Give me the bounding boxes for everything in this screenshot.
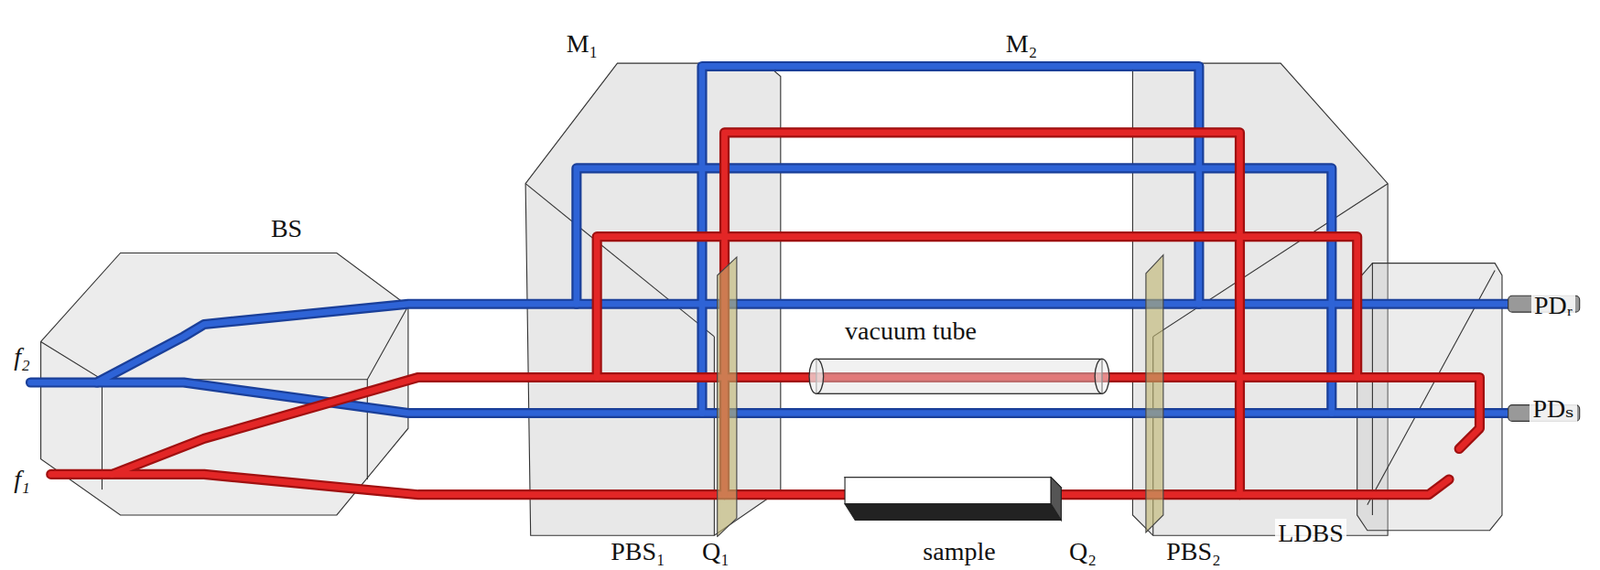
component-label: LDBS	[1275, 518, 1347, 549]
sample-block	[844, 477, 1061, 521]
red-beam	[51, 132, 1481, 496]
component-label: BS	[268, 214, 305, 244]
component-label: sample	[919, 537, 998, 567]
blue-beam	[30, 65, 1510, 413]
beam-label: f₂	[10, 342, 33, 372]
detector-label: PDₛ	[1529, 394, 1577, 424]
beam-label: f₁	[10, 464, 33, 495]
vacuum-tube	[809, 358, 1110, 394]
component-label: Q₂	[1066, 537, 1100, 567]
quarter-wave-plate	[1145, 255, 1164, 533]
component-label: PBS₂	[1163, 537, 1224, 567]
component-label: Q₁	[699, 537, 733, 567]
component-label: PBS₁	[607, 537, 669, 567]
component-label: vacuum tube	[842, 316, 980, 346]
detector-label: PDᵣ	[1531, 291, 1576, 321]
mirror-label: M₁	[563, 29, 602, 59]
quarter-wave-plate	[717, 257, 737, 537]
mirror-label: M₂	[1003, 29, 1041, 59]
